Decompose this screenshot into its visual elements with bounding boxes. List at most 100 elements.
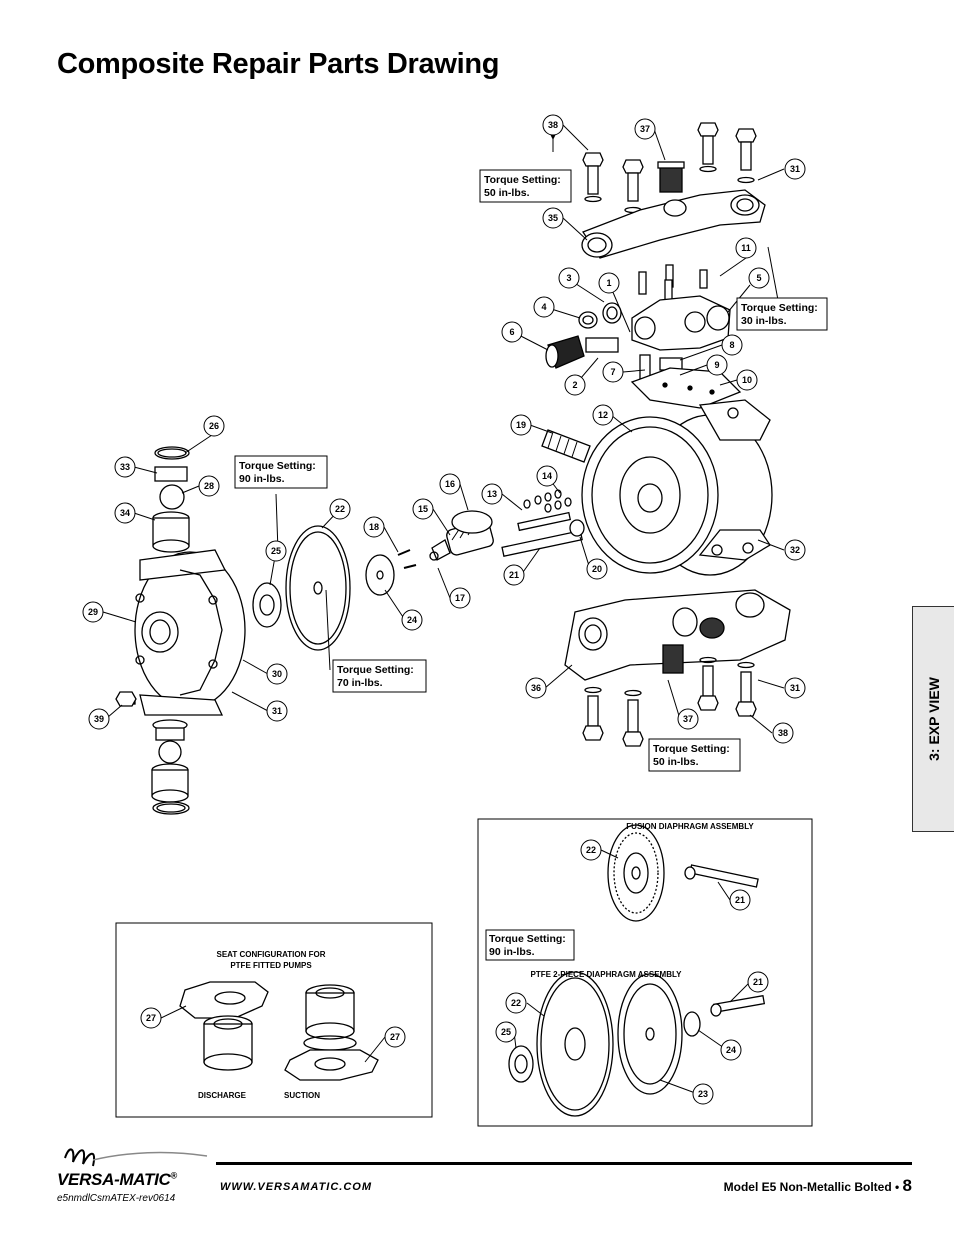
- diaphragm-stack: [252, 525, 395, 651]
- callout-39: 39: [94, 714, 104, 724]
- callout-30: 30: [272, 669, 282, 679]
- document-code: e5nmdlCsmATEX-rev0614: [57, 1193, 176, 1204]
- website-link[interactable]: WWW.VERSAMATIC.COM: [220, 1181, 373, 1193]
- callout-31-bottom-right: 31: [790, 683, 800, 693]
- callout-31-left: 31: [272, 706, 282, 716]
- torque-line: Torque Setting:: [741, 302, 818, 314]
- pilot-shaft-parts: [501, 489, 585, 557]
- callout-37-top: 37: [640, 124, 650, 134]
- ptfe-assembly-title: PTFE 2-PIECE DIAPHRAGM ASSEMBLY: [531, 970, 683, 979]
- page-number: 8: [902, 1176, 912, 1195]
- callout-33: 33: [120, 462, 130, 472]
- discharge-label: DISCHARGE: [198, 1091, 247, 1100]
- registered-mark: ®: [170, 1170, 178, 1181]
- callout-16: 16: [445, 479, 455, 489]
- seat-callout-27-discharge: 27: [146, 1013, 156, 1023]
- discharge-manifold: [581, 189, 766, 259]
- callout-5: 5: [756, 273, 761, 283]
- callout-28: 28: [204, 481, 214, 491]
- inset-callout-22-ptfe: 22: [511, 998, 521, 1008]
- callout-37-bottom: 37: [683, 714, 693, 724]
- seat-callout-27-suction: 27: [390, 1032, 400, 1042]
- torque-boxes: [234, 169, 828, 772]
- torque-label-manifold-top: Torque Setting:50 in-lbs.: [484, 174, 561, 199]
- center-section-housing: [581, 399, 773, 576]
- callout-4: 4: [541, 302, 546, 312]
- callout-1: 1: [606, 278, 611, 288]
- torque-line: Torque Setting:: [484, 174, 561, 186]
- torque-line: 50 in-lbs.: [653, 756, 699, 768]
- liquid-chamber: [127, 549, 246, 716]
- page-title: Composite Repair Parts Drawing: [57, 48, 500, 80]
- callout-7: 7: [610, 367, 615, 377]
- callout-36: 36: [531, 683, 541, 693]
- seat-config-title-line2: PTFE FITTED PUMPS: [230, 961, 312, 970]
- callout-19: 19: [516, 420, 526, 430]
- torque-line: Torque Setting:: [337, 664, 414, 676]
- torque-line: Torque Setting:: [239, 460, 316, 472]
- callout-20: 20: [592, 564, 602, 574]
- exploded-parts-drawing: 38 37 31 35 11 5 3 1 4 6 8 7 9 2 10 12 1…: [82, 114, 828, 1127]
- callout-24: 24: [407, 615, 417, 625]
- brand-name: VERSA-MATIC: [57, 1170, 171, 1189]
- callout-12: 12: [598, 410, 608, 420]
- suction-discharge-balls-seats: [115, 446, 190, 815]
- versamatic-logo-mark: [64, 1148, 208, 1167]
- inlet-manifold-bolts: [582, 656, 757, 747]
- callout-15: 15: [418, 504, 428, 514]
- model-label: Model E5 Non-Metallic Bolted •: [723, 1180, 903, 1194]
- inset-callout-25-ptfe: 25: [501, 1027, 511, 1037]
- section-side-tab[interactable]: 3: EXP VIEW: [912, 606, 954, 832]
- callout-17: 17: [455, 593, 465, 603]
- torque-line: 30 in-lbs.: [741, 315, 787, 327]
- footer-rule: [216, 1162, 912, 1165]
- callout-13: 13: [487, 489, 497, 499]
- callout-21: 21: [509, 570, 519, 580]
- callout-38-bottom: 38: [778, 728, 788, 738]
- inset-callout-21-ptfe: 21: [753, 977, 763, 987]
- callout-6: 6: [509, 327, 514, 337]
- callout-34: 34: [120, 508, 130, 518]
- brand-logo[interactable]: VERSA-MATIC®: [57, 1170, 177, 1190]
- torque-label-manifold-bottom: Torque Setting:50 in-lbs.: [653, 743, 730, 768]
- torque-line: 90 in-lbs.: [239, 473, 285, 485]
- callout-9: 9: [714, 360, 719, 370]
- callout-26: 26: [209, 421, 219, 431]
- inlet-manifold: [564, 589, 791, 681]
- inset-callout-23-ptfe: 23: [698, 1089, 708, 1099]
- muffler: [541, 429, 591, 463]
- torque-line: Torque Setting:: [653, 743, 730, 755]
- callout-3: 3: [566, 273, 571, 283]
- torque-line: Torque Setting:: [489, 933, 566, 945]
- callout-18: 18: [369, 522, 379, 532]
- model-and-page: Model E5 Non-Metallic Bolted • 8: [724, 1176, 912, 1196]
- callout-14: 14: [542, 471, 552, 481]
- discharge-plug: [657, 161, 685, 193]
- callout-circles: [82, 114, 806, 744]
- suction-label: SUCTION: [284, 1091, 320, 1100]
- callout-35: 35: [548, 213, 558, 223]
- torque-label-air-valve: Torque Setting:30 in-lbs.: [741, 302, 818, 327]
- inset-callout-22-fusion: 22: [586, 845, 596, 855]
- callout-31-top: 31: [790, 164, 800, 174]
- callout-8: 8: [729, 340, 734, 350]
- inset-callout-21-fusion: 21: [735, 895, 745, 905]
- torque-label-diaphragm: Torque Setting:90 in-lbs.: [239, 460, 316, 485]
- torque-line: 90 in-lbs.: [489, 946, 535, 958]
- torque-label-inset: Torque Setting:90 in-lbs.: [489, 933, 566, 958]
- callout-11: 11: [741, 243, 751, 253]
- torque-label-chamber: Torque Setting:70 in-lbs.: [337, 664, 414, 689]
- callout-25: 25: [271, 546, 281, 556]
- seat-configuration-inset: [115, 922, 433, 1118]
- callout-38-top: 38: [548, 120, 558, 130]
- diaphragm-assembly-inset: [477, 818, 813, 1127]
- seat-config-title-line1: SEAT CONFIGURATION FOR: [216, 950, 325, 959]
- torque-line: 50 in-lbs.: [484, 187, 530, 199]
- inset-callout-24-ptfe: 24: [726, 1045, 736, 1055]
- fusion-assembly-title: FUSION DIAPHRAGM ASSEMBLY: [626, 822, 754, 831]
- discharge-manifold-bolts: [582, 122, 757, 214]
- callout-32: 32: [790, 545, 800, 555]
- callout-10: 10: [742, 375, 752, 385]
- callout-29: 29: [88, 607, 98, 617]
- air-valve-assembly: [545, 264, 742, 409]
